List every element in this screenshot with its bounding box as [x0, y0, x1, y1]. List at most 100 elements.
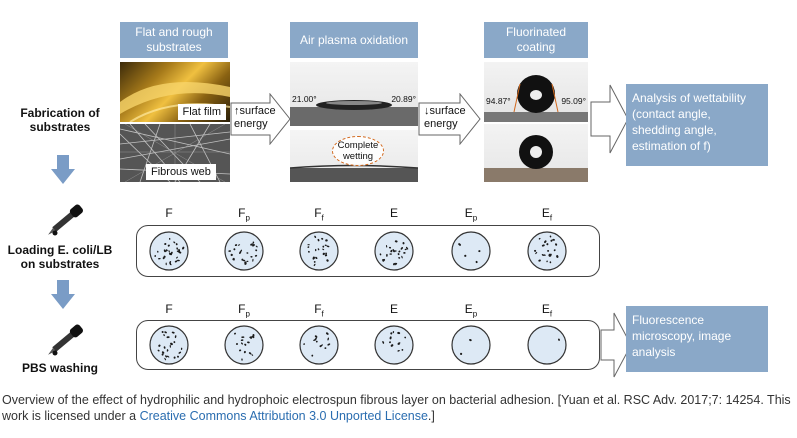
- bacteria-speck: [163, 346, 166, 349]
- bacteria-speck: [458, 243, 461, 246]
- bacteria-speck: [158, 344, 161, 347]
- down-arrow-2: [51, 280, 75, 309]
- petri-dish: [451, 231, 491, 271]
- bacteria-speck: [307, 246, 310, 248]
- bacteria-speck: [317, 238, 320, 242]
- bacteria-speck: [234, 244, 238, 247]
- bacteria-speck: [249, 336, 253, 339]
- coating-angle-left: 94.87°: [486, 96, 511, 106]
- bacteria-speck: [241, 358, 243, 361]
- bacteria-speck: [177, 355, 179, 358]
- bacteria-speck: [251, 354, 254, 356]
- plasma-angle-left: 21.00°: [292, 94, 317, 104]
- sample-label: Fp: [238, 302, 250, 319]
- bacteria-speck: [240, 249, 243, 252]
- header-coating: Fluorinated coating: [484, 22, 588, 58]
- bacteria-speck: [327, 337, 329, 341]
- bacteria-speck: [404, 248, 407, 251]
- bacteria-speck: [178, 248, 181, 252]
- bacteria-speck: [314, 337, 317, 341]
- license-link[interactable]: Creative Commons Attribution 3.0 Unporte…: [139, 409, 428, 423]
- bacteria-speck: [303, 343, 305, 345]
- bacteria-speck: [168, 237, 171, 240]
- bacteria-speck: [392, 249, 395, 251]
- pipette-icon: [48, 324, 84, 356]
- bacteria-speck: [324, 254, 328, 257]
- bacteria-speck: [314, 335, 318, 338]
- bacteria-speck: [165, 262, 167, 266]
- bacteria-speck: [393, 262, 397, 265]
- bacteria-speck: [307, 244, 310, 246]
- sample-label: E: [389, 206, 398, 220]
- bacteria-speck: [161, 331, 164, 333]
- bacteria-speck: [534, 249, 537, 252]
- bacteria-speck: [164, 331, 167, 334]
- bacteria-speck: [154, 255, 157, 257]
- bacteria-speck: [312, 256, 315, 260]
- bacteria-speck: [314, 235, 317, 238]
- bacteria-speck: [321, 237, 324, 240]
- bacteria-speck: [555, 243, 558, 246]
- bacteria-speck: [234, 332, 236, 335]
- bacteria-speck: [385, 245, 388, 248]
- bacteria-speck: [252, 241, 255, 244]
- sample-label: Ff: [314, 302, 324, 319]
- bacteria-speck: [538, 237, 541, 240]
- bacteria-speck: [164, 357, 167, 361]
- bacteria-speck: [383, 258, 386, 261]
- bacteria-speck: [394, 240, 398, 243]
- row-label-fabrication: Fabrication of substrates: [20, 106, 100, 134]
- bacteria-speck: [313, 261, 316, 263]
- bacteria-speck: [240, 342, 244, 345]
- sample-label: Fp: [238, 206, 250, 223]
- flat-film-label: Flat film: [177, 104, 226, 120]
- bacteria-speck: [167, 356, 170, 358]
- bacteria-speck: [232, 258, 235, 261]
- bacteria-speck: [164, 250, 167, 252]
- bacteria-speck: [402, 242, 405, 245]
- bacteria-speck: [397, 342, 400, 345]
- fluorinated-droplet-photo: 94.87° 95.09°: [484, 62, 588, 122]
- bacteria-speck: [322, 252, 325, 256]
- petri-dish: [224, 325, 264, 365]
- petri-dish: [527, 231, 567, 271]
- bacteria-speck: [395, 262, 398, 266]
- bacteria-speck: [325, 252, 328, 255]
- bacteria-speck: [182, 246, 185, 250]
- petri-dish: [451, 325, 491, 365]
- bacteria-speck: [167, 244, 170, 247]
- petri-dish: [527, 325, 567, 365]
- figure-caption: Overview of the effect of hydrophilic an…: [2, 392, 792, 424]
- bacteria-speck: [400, 247, 403, 250]
- petri-dish: [224, 231, 264, 271]
- bacteria-speck: [319, 345, 322, 348]
- bacteria-speck: [230, 253, 233, 256]
- bacteria-speck: [403, 251, 406, 254]
- sample-label: Ep: [464, 302, 478, 319]
- bacteria-speck: [535, 251, 538, 255]
- bacteria-speck: [246, 252, 249, 254]
- bacteria-speck: [176, 247, 179, 250]
- down-arrow-1: [51, 155, 75, 184]
- bacteria-speck: [325, 239, 328, 242]
- bacteria-speck: [169, 344, 171, 348]
- dish-row-loading: [136, 225, 600, 277]
- fibrous-web-photo: Fibrous web: [120, 124, 230, 182]
- bacteria-speck: [254, 254, 258, 257]
- bacteria-speck: [242, 259, 246, 262]
- bacteria-speck: [475, 260, 478, 264]
- bacteria-speck: [252, 334, 255, 337]
- bacteria-speck: [171, 331, 175, 334]
- caption-text: Overview of the effect of hydrophilic an…: [2, 393, 791, 423]
- bacteria-speck: [549, 235, 552, 238]
- bacteria-speck: [252, 243, 254, 245]
- bacteria-speck: [246, 260, 249, 263]
- bacteria-speck: [176, 259, 180, 262]
- bacteria-speck: [401, 348, 404, 351]
- bacteria-speck: [552, 238, 555, 241]
- bacteria-speck: [397, 331, 401, 335]
- pipette-icon: [48, 204, 84, 236]
- bacteria-speck: [250, 243, 253, 246]
- bacteria-speck: [549, 261, 552, 264]
- bacteria-speck: [544, 240, 547, 244]
